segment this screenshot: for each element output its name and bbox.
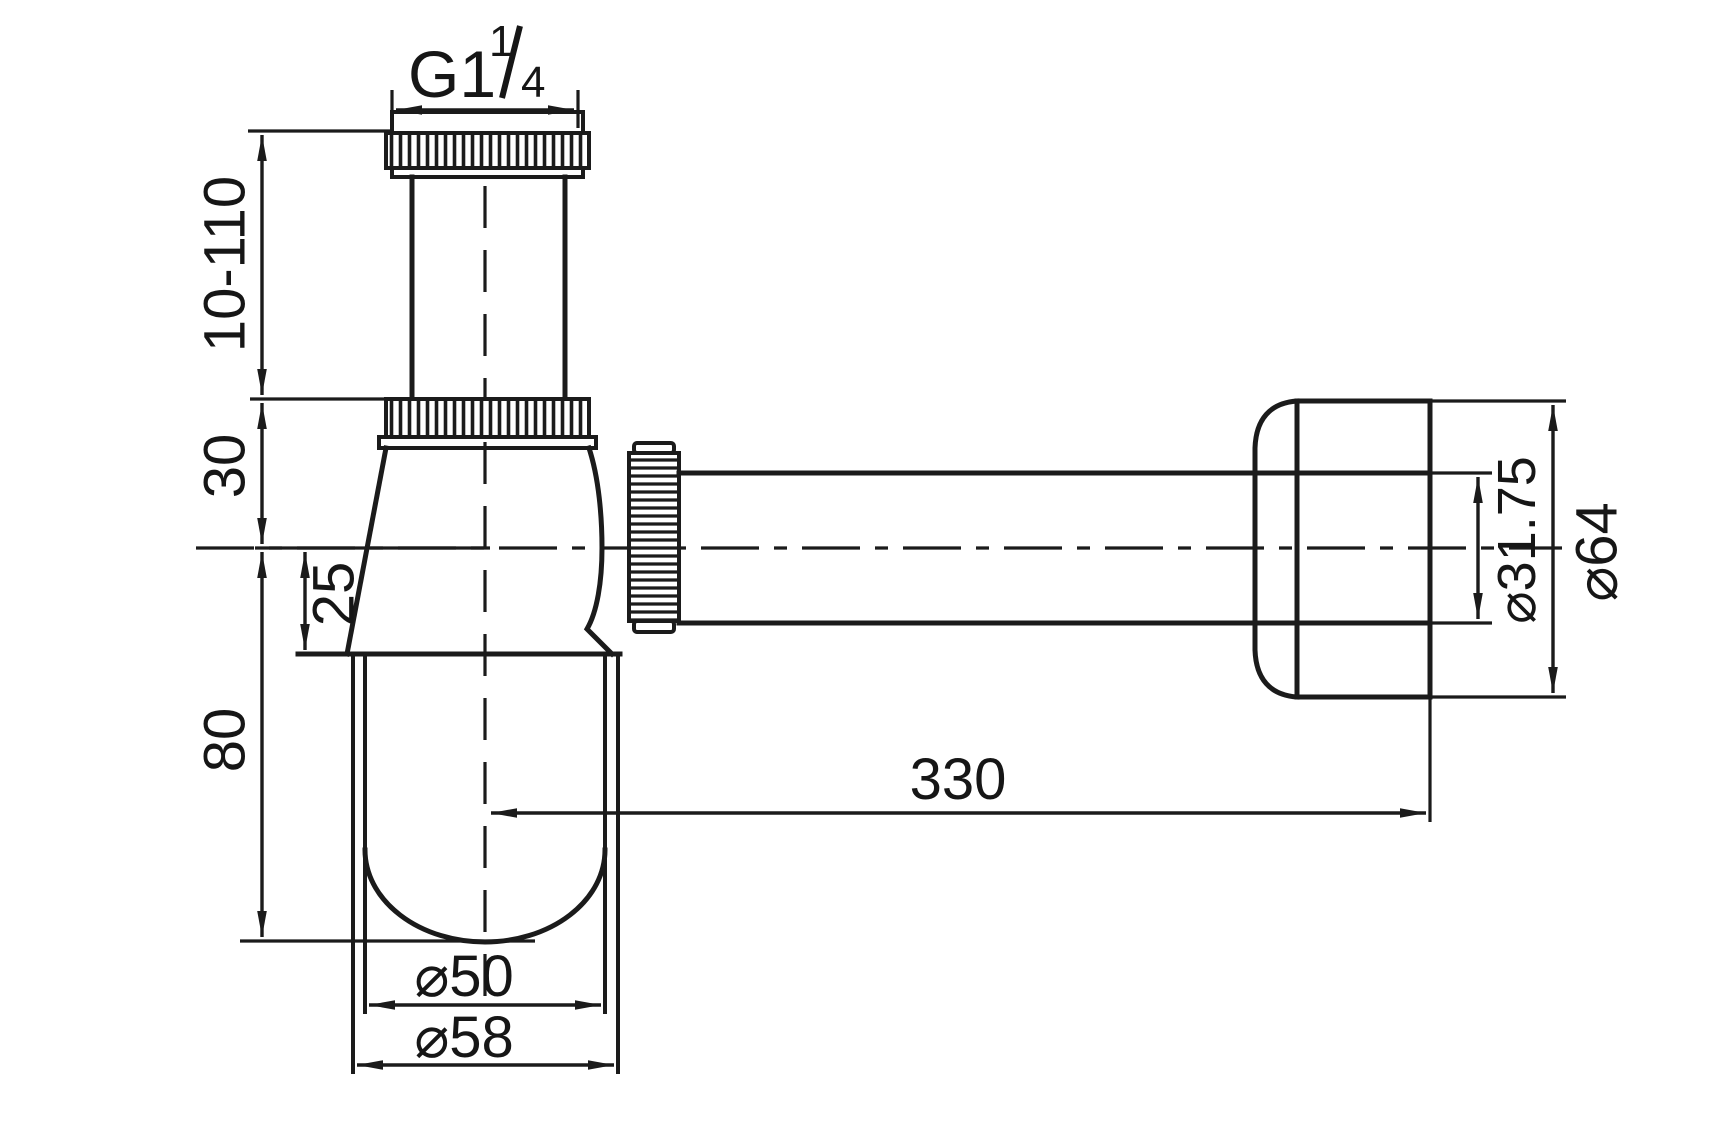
dim-label-thread: G1: [408, 37, 496, 111]
inlet-nut-knurl: [384, 131, 591, 170]
dimension-lines: [257, 105, 1558, 1070]
part-wall-flange: [1252, 398, 1433, 700]
dim-label-d50: ⌀50: [414, 944, 513, 1009]
dim-label-d3175: ⌀31.75: [1487, 456, 1547, 624]
dim-label-30: 30: [192, 434, 257, 499]
part-trap-body: [344, 444, 616, 658]
dim-label-25: 25: [301, 562, 366, 627]
extension-lines: [240, 90, 1566, 943]
part-outlet-nut: [627, 441, 681, 634]
part-inlet-nut: [384, 110, 591, 179]
dim-label-inlet-height: 10-110: [192, 176, 257, 352]
wall-flange-dome: [1252, 398, 1300, 700]
dim-label-d64: ⌀64: [1564, 502, 1629, 601]
body-nut-knurl: [384, 397, 591, 439]
dim-label-330: 330: [910, 747, 1007, 812]
dim-label-80: 80: [192, 708, 257, 773]
part-outlet-tube: [676, 470, 1433, 626]
thread-fraction-slash: [499, 25, 523, 99]
dim-label-thread-denominator: 4: [521, 58, 545, 107]
part-body-nut: [377, 397, 598, 450]
dimension-labels: G1 1 4 10-110 30 25 80 330 ⌀50 ⌀58 ⌀31.7…: [192, 17, 1629, 1070]
part-inlet-tube: [409, 174, 568, 402]
outlet-nut-knurl: [627, 451, 681, 623]
dim-label-d58: ⌀58: [414, 1005, 513, 1070]
